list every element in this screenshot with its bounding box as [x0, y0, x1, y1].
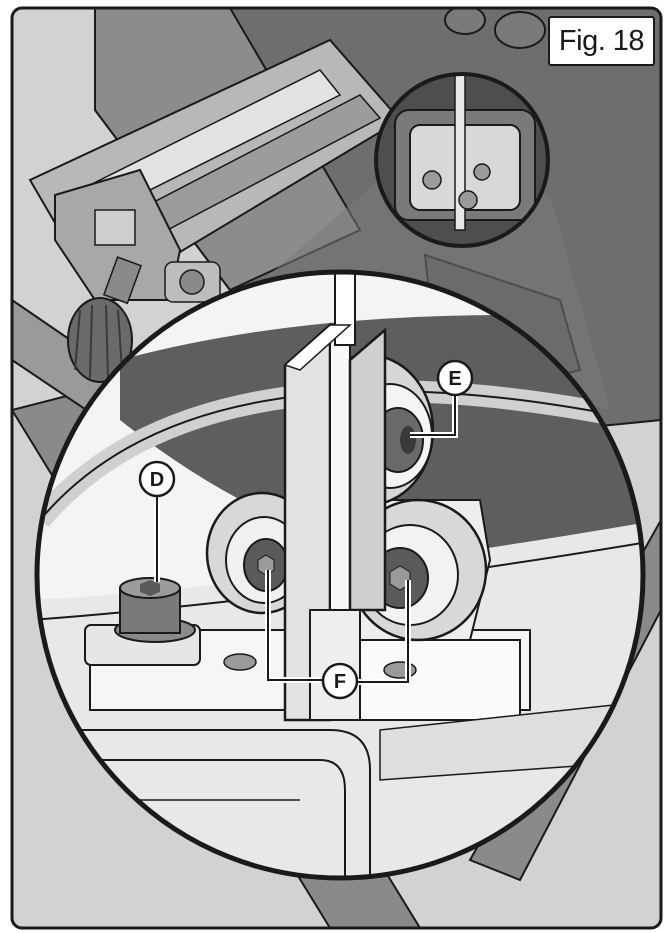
- callout-e: E: [436, 359, 474, 397]
- svg-text:D: D: [150, 469, 164, 491]
- leader-lines-core: [156, 395, 456, 683]
- bolt-d: [84, 577, 201, 666]
- figure-frame: [10, 6, 663, 930]
- callout-d: D: [138, 460, 176, 498]
- svg-text:F: F: [334, 671, 346, 693]
- svg-text:E: E: [448, 368, 461, 390]
- callout-f: F: [321, 662, 359, 700]
- riving-knife-plates: [283, 272, 387, 722]
- big-detail-circle: [34, 269, 646, 881]
- figure-label: Fig. 18: [548, 16, 655, 66]
- small-detail-circle: [374, 72, 550, 248]
